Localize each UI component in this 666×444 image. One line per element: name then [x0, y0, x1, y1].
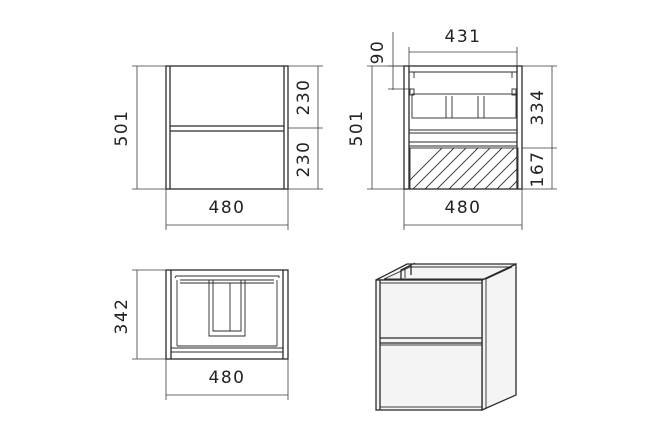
section-lower-height-label: 167	[528, 151, 548, 188]
iso-side-panel	[481, 262, 517, 411]
front-carcass	[165, 65, 289, 190]
section-lower-drawer-hatched	[409, 147, 519, 190]
plan-outline	[165, 269, 289, 360]
plan-view: 342 480	[112, 269, 289, 400]
section-offset-label: 90	[368, 40, 388, 65]
section-view: 431 90 501 334 167 480	[347, 27, 557, 230]
front-lower-drawer-label: 230	[294, 141, 314, 178]
section-outline	[403, 65, 523, 190]
front-width-label: 480	[209, 198, 246, 218]
front-height-label: 501	[112, 110, 132, 147]
plan-width-label: 480	[209, 368, 246, 388]
section-upper-height-label: 334	[528, 89, 548, 126]
section-height-label: 501	[347, 110, 367, 147]
iso-lower-drawer	[379, 344, 483, 408]
section-width-label: 480	[445, 198, 482, 218]
section-inner-width-label: 431	[445, 27, 482, 47]
section-hatching	[410, 148, 518, 189]
front-upper-drawer-label: 230	[294, 79, 314, 116]
isometric-view	[375, 262, 517, 411]
section-upper-drawer-box	[411, 93, 517, 119]
front-view: 501 230 230 480	[112, 65, 323, 230]
plan-siphon-cutout	[208, 280, 246, 337]
plan-depth-label: 342	[112, 298, 132, 335]
